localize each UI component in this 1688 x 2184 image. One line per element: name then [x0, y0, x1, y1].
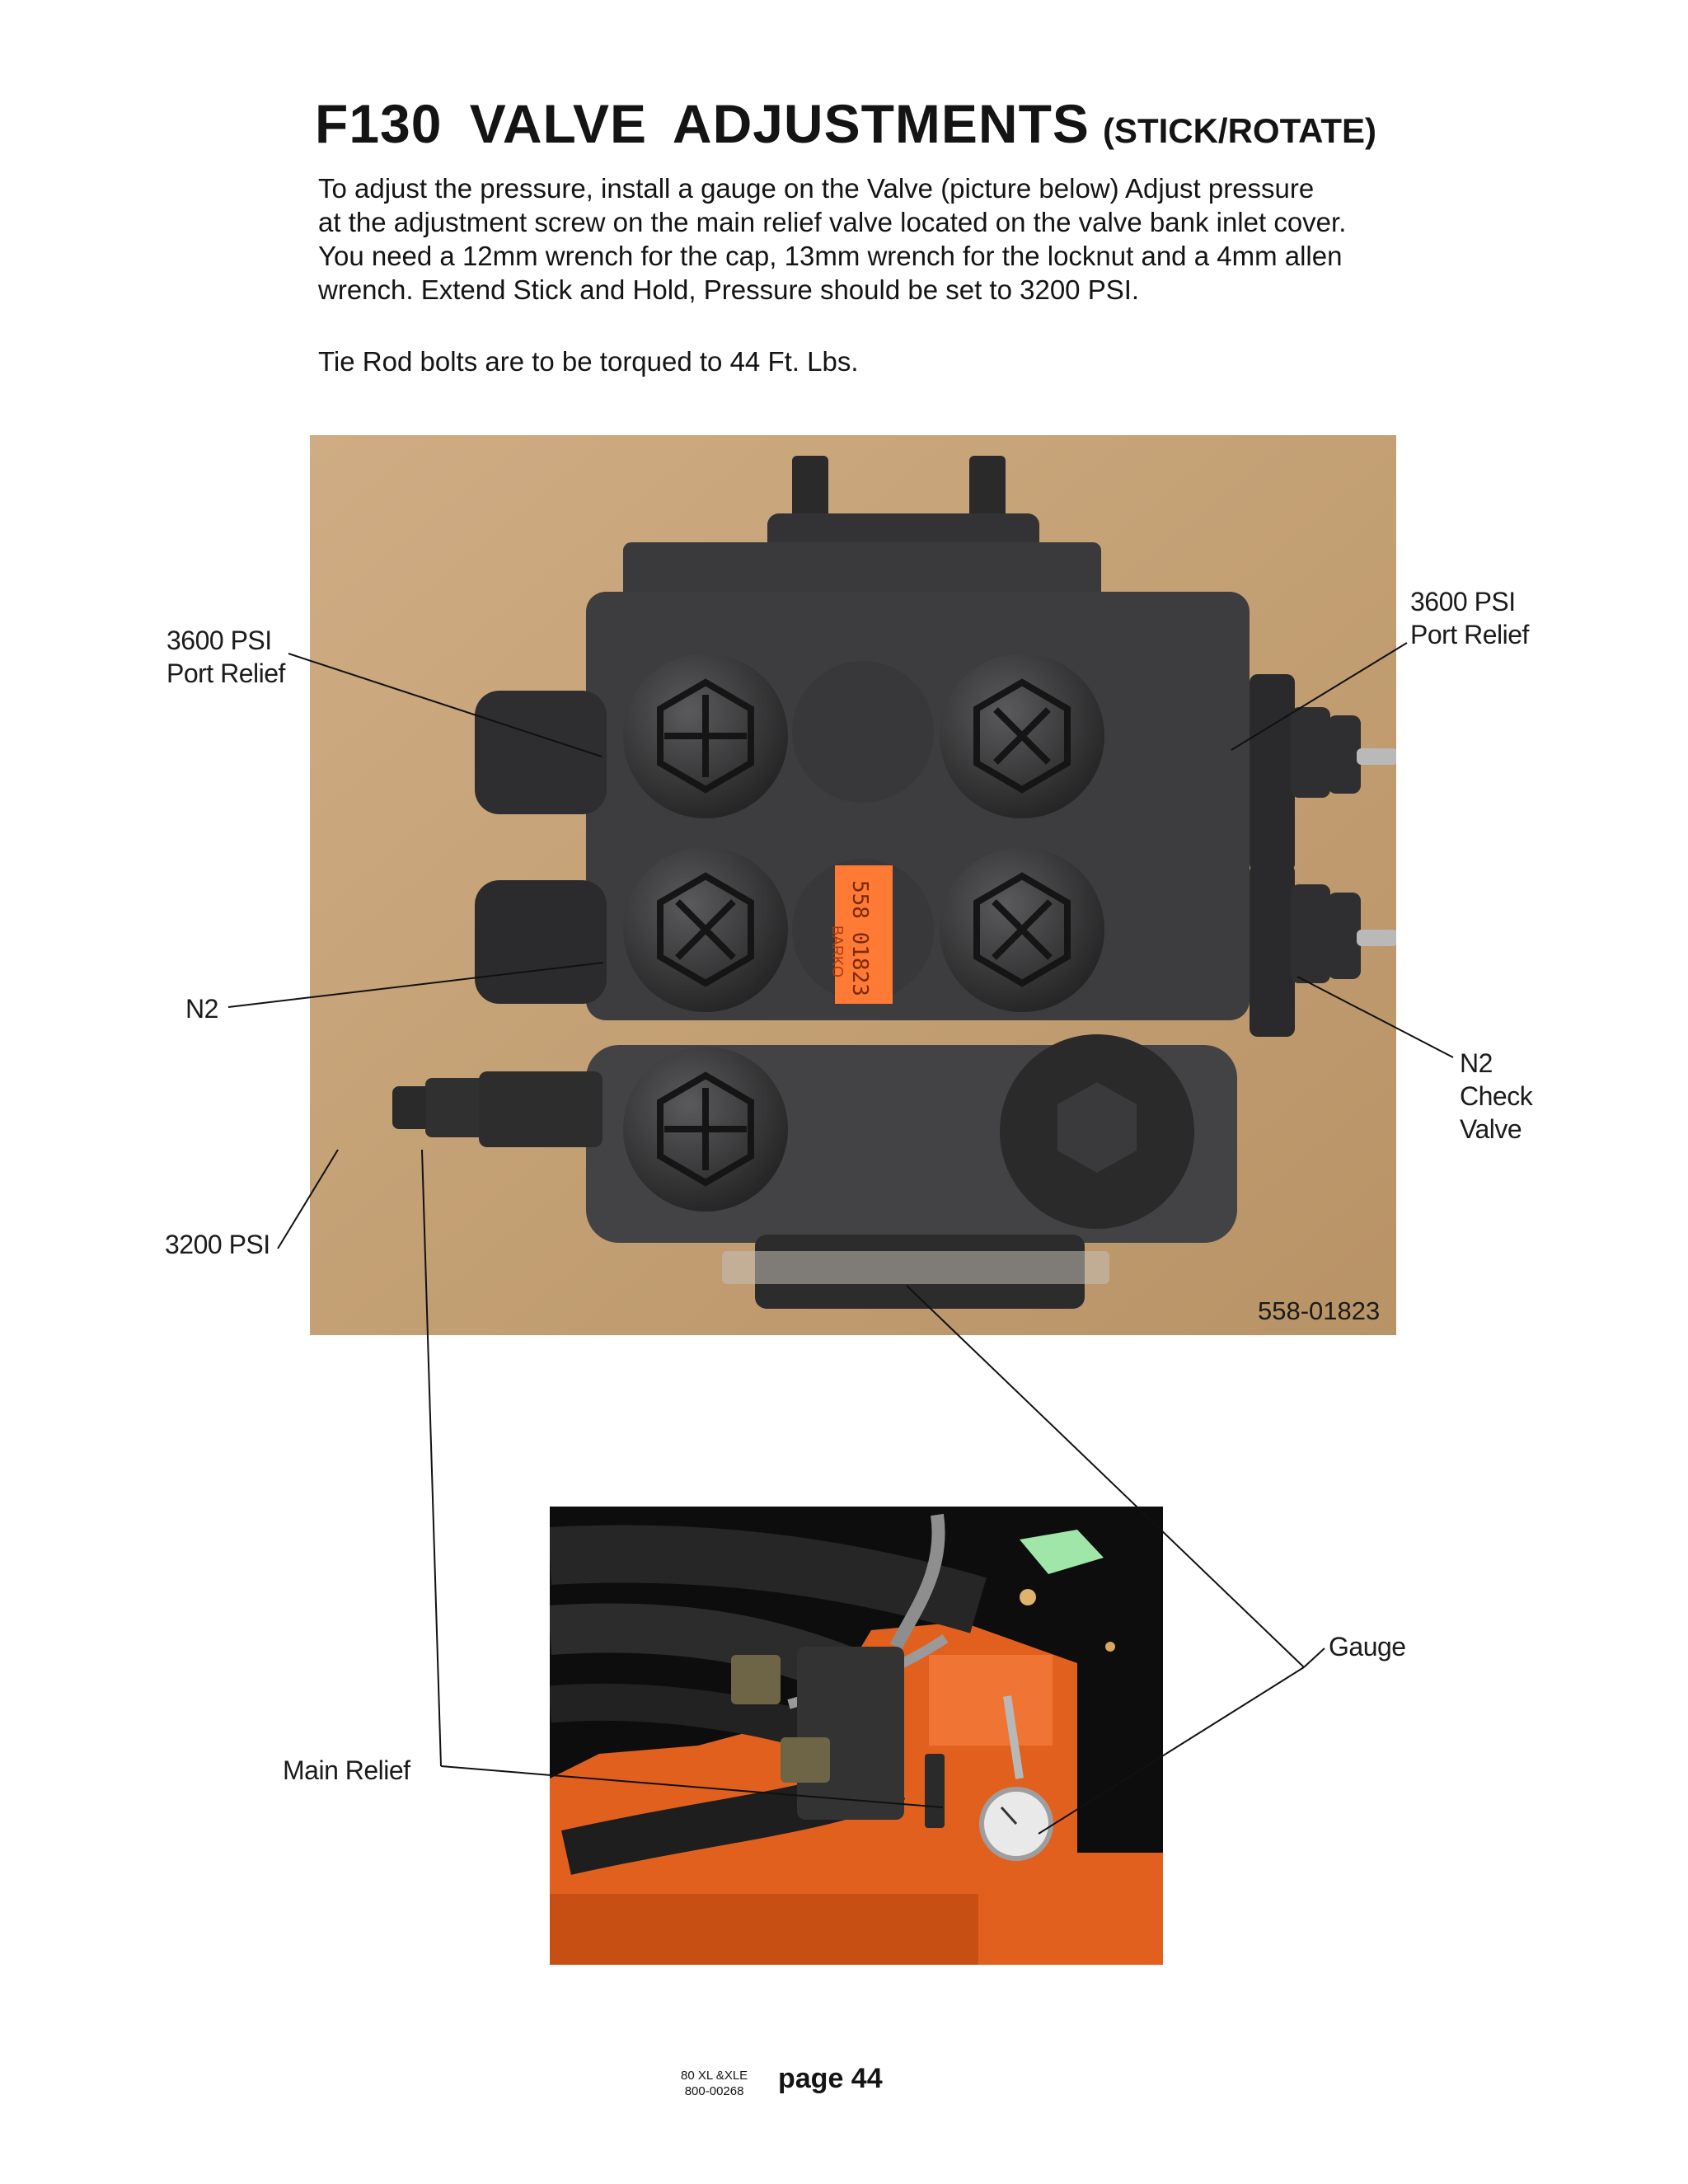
page-title: F130 VALVE ADJUSTMENTS (STICK/ROTATE) — [315, 92, 1376, 155]
callout-n2-check-valve: N2 Check Valve — [1460, 1047, 1533, 1146]
valve-photo: BARKO 558 01823 558-01823 — [310, 435, 1396, 1335]
footer-doc-number: 800-00268 — [684, 2084, 744, 2098]
callout-line: Check — [1460, 1081, 1533, 1111]
sticker-number: 558 01823 — [847, 880, 872, 996]
footer-doc-code: 80 XL &XLE 800-00268 — [681, 2068, 748, 2099]
callout-main-relief: Main Relief — [283, 1755, 410, 1785]
intro-line: You need a 12mm wrench for the cap, 13mm… — [318, 241, 1343, 271]
intro-paragraph: To adjust the pressure, install a gauge … — [318, 171, 1357, 307]
intro-line: wrench. Extend Stick and Hold, Pressure … — [318, 274, 1140, 305]
callout-line: 3600 PSI — [1410, 587, 1516, 616]
sticker-brand: BARKO — [829, 926, 846, 978]
callout-port-relief-left: 3600 PSI Port Relief — [166, 624, 285, 690]
intro-line: at the adjustment screw on the main reli… — [318, 207, 1347, 237]
callout-line: Port Relief — [166, 658, 285, 688]
callout-line: Valve — [1460, 1114, 1522, 1144]
intro-line: To adjust the pressure, install a gauge … — [318, 173, 1315, 204]
callout-gauge: Gauge — [1329, 1632, 1406, 1661]
callout-line: 3600 PSI — [166, 626, 272, 655]
callout-port-relief-right: 3600 PSI Port Relief — [1410, 585, 1529, 651]
torque-note: Tie Rod bolts are to be torqued to 44 Ft… — [318, 346, 859, 377]
barko-sticker — [835, 865, 893, 1004]
title-sub: (STICK/ROTATE) — [1102, 111, 1376, 150]
callout-3200-psi: 3200 PSI — [165, 1230, 270, 1259]
page-number: page 44 — [778, 2063, 883, 2094]
callout-line: N2 — [1460, 1048, 1493, 1078]
valve-part-number: 558-01823 — [1258, 1296, 1381, 1325]
gauge-photo — [550, 1507, 1163, 1965]
callout-n2: N2 — [185, 994, 218, 1024]
title-main: F130 VALVE ADJUSTMENTS — [315, 93, 1090, 154]
callout-line: Port Relief — [1410, 620, 1529, 649]
footer-model: 80 XL &XLE — [681, 2069, 748, 2083]
